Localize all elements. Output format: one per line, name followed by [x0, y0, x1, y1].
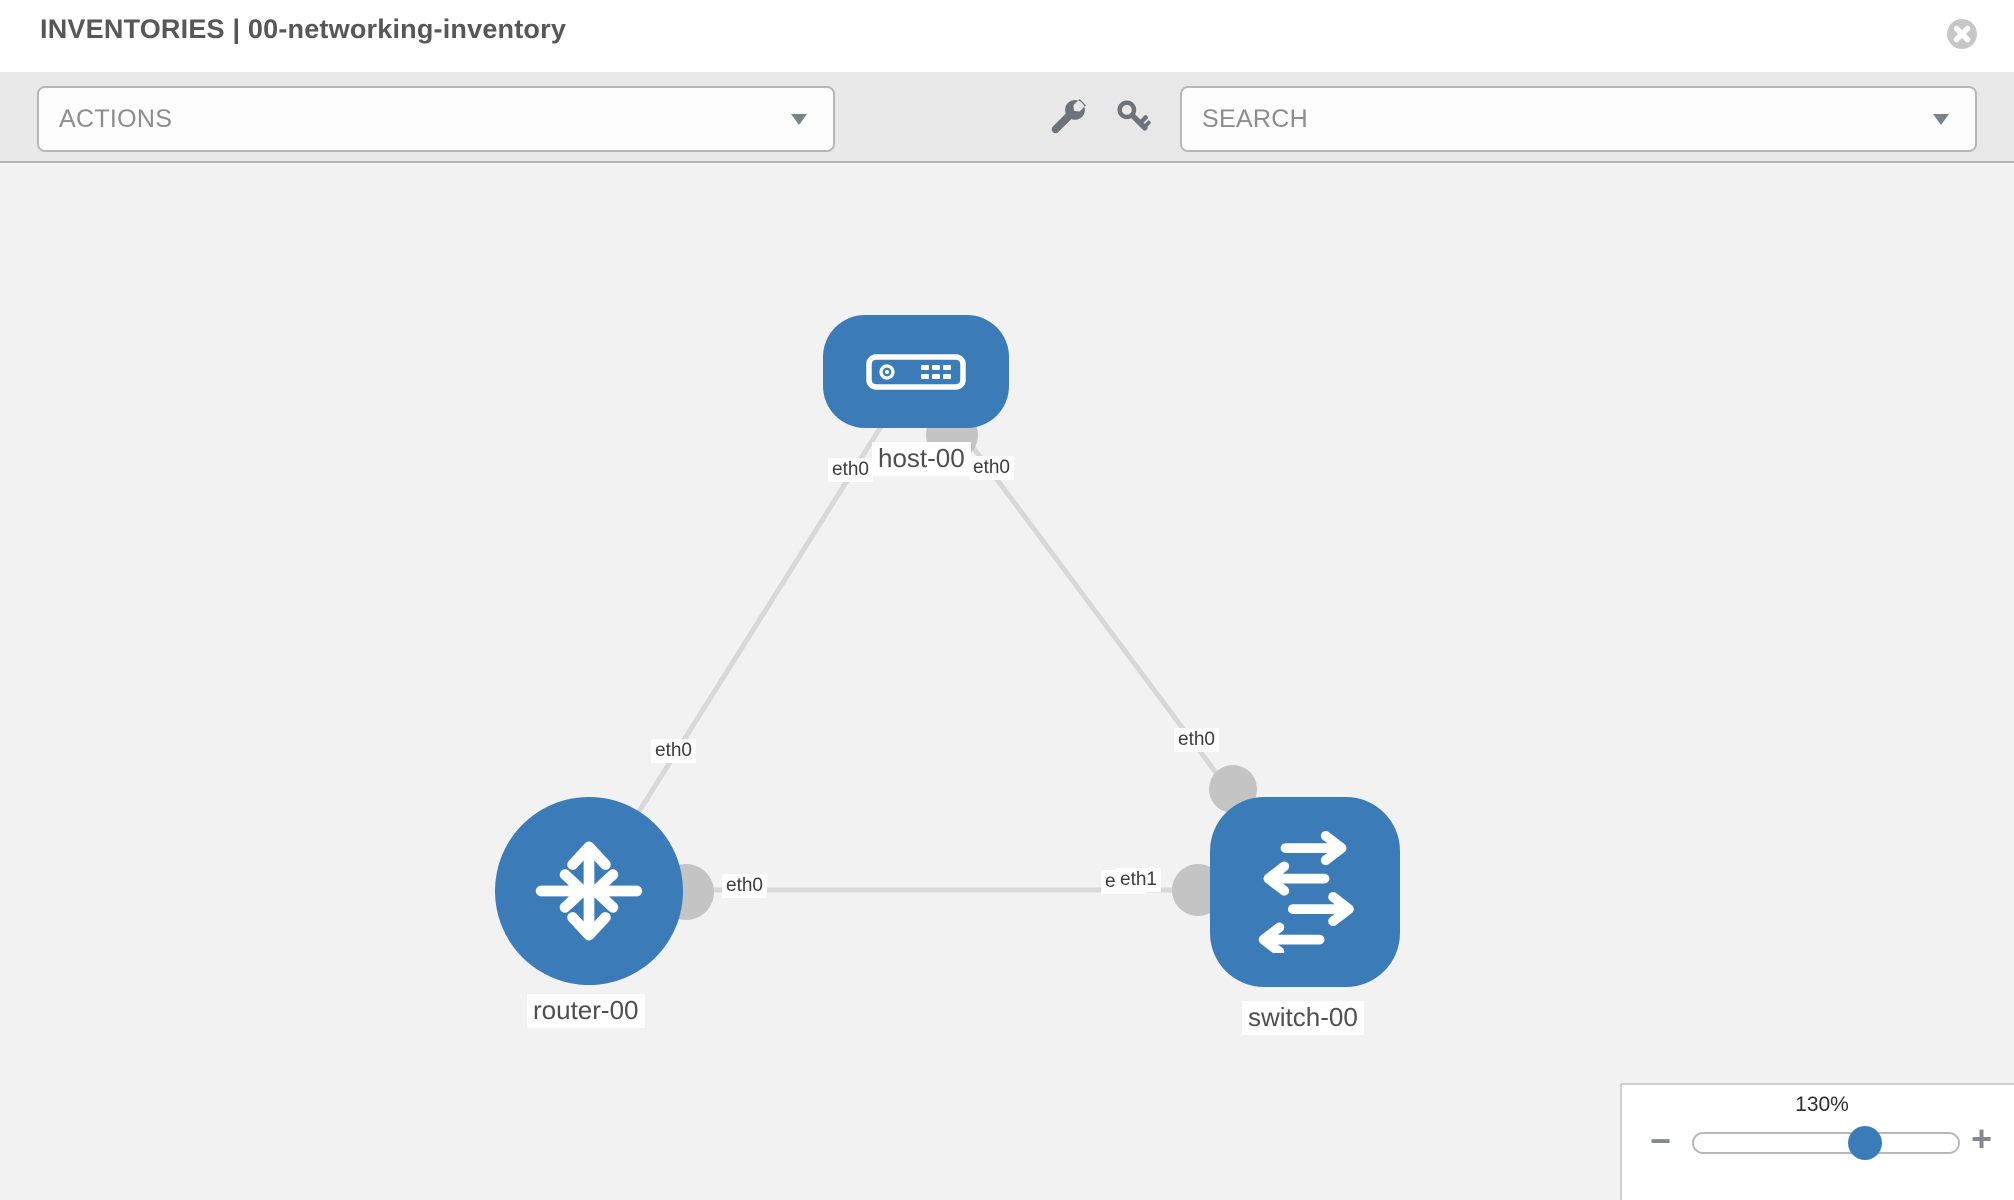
- toolbar: ACTIONS SEARCH: [0, 72, 2014, 163]
- interface-label-host-switch: eth0: [1174, 728, 1219, 752]
- key-icon: [1117, 100, 1151, 131]
- interface-label-router-switch-right-eth1: eth1: [1116, 868, 1161, 892]
- close-icon: [1947, 19, 1977, 49]
- wrench-icon: [1051, 99, 1086, 134]
- zoom-slider-thumb[interactable]: [1848, 1126, 1882, 1160]
- zoom-in-button[interactable]: +: [1971, 1118, 1993, 1159]
- zoom-panel: 130% − +: [1620, 1083, 2014, 1200]
- caret-down-icon: [1933, 113, 1949, 125]
- topology-canvas[interactable]: host-00 router-00 switch-00 eth0 eth0 et…: [0, 163, 2014, 1200]
- interface-label-host-router: eth0: [651, 739, 696, 763]
- link-host-router: [586, 369, 919, 893]
- zoom-slider-track[interactable]: [1692, 1132, 1960, 1154]
- search-dropdown[interactable]: SEARCH: [1180, 86, 1977, 152]
- caret-down-icon: [791, 113, 807, 125]
- host-icon: [866, 353, 966, 390]
- node-router-00[interactable]: [495, 797, 683, 985]
- node-label-host-00[interactable]: host-00: [872, 442, 971, 476]
- interface-label-host-left: eth0: [828, 458, 873, 482]
- router-icon: [535, 841, 643, 941]
- actions-dropdown[interactable]: ACTIONS: [37, 86, 835, 152]
- switch-icon: [1258, 831, 1354, 953]
- wrench-button[interactable]: [1046, 96, 1090, 140]
- interface-label-host-right: eth0: [969, 456, 1014, 480]
- actions-dropdown-label: ACTIONS: [59, 104, 173, 133]
- node-switch-00[interactable]: [1210, 797, 1400, 987]
- links-layer: [586, 369, 1308, 920]
- zoom-level: 130%: [1795, 1093, 1849, 1116]
- interface-label-router-switch-left: eth0: [722, 874, 767, 898]
- node-label-switch-00[interactable]: switch-00: [1242, 1001, 1364, 1035]
- close-button[interactable]: [1946, 18, 1978, 50]
- titlebar: INVENTORIES | 00-networking-inventory: [0, 0, 2014, 72]
- search-dropdown-placeholder: SEARCH: [1202, 104, 1308, 133]
- key-button[interactable]: [1113, 96, 1157, 140]
- page-title: INVENTORIES | 00-networking-inventory: [40, 14, 567, 44]
- zoom-out-button[interactable]: −: [1650, 1120, 1672, 1161]
- node-label-router-00[interactable]: router-00: [527, 994, 645, 1028]
- node-host-00[interactable]: [823, 315, 1009, 428]
